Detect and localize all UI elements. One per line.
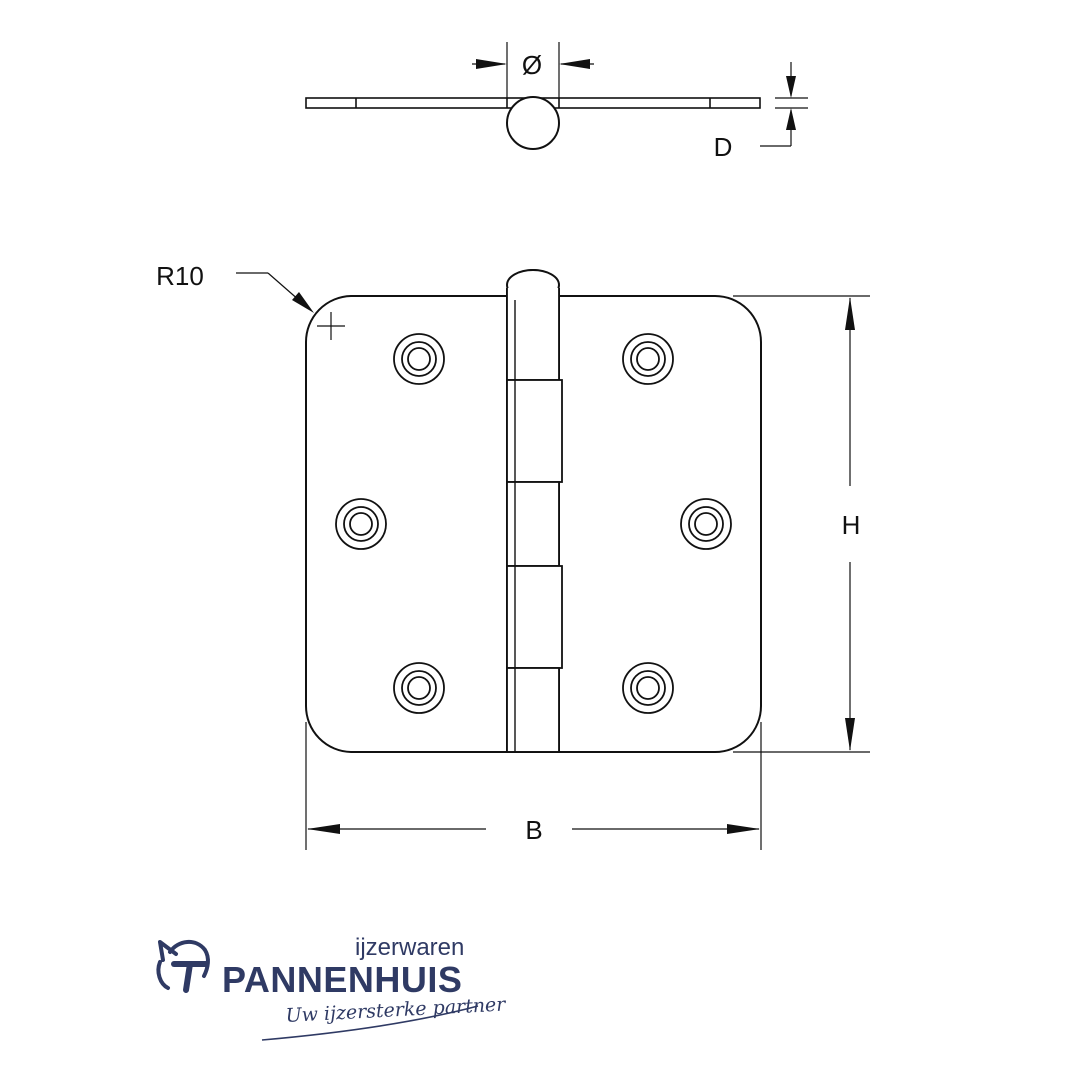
diameter-label: Ø xyxy=(522,50,542,80)
screw-hole xyxy=(622,333,674,385)
width-label: B xyxy=(525,815,542,845)
screw-hole xyxy=(335,498,387,550)
screw-hole xyxy=(622,662,674,714)
house-t-logo-icon xyxy=(156,940,210,993)
width-dimension xyxy=(305,722,762,850)
screw-hole xyxy=(680,498,732,550)
screw-holes xyxy=(335,333,732,714)
screw-hole xyxy=(393,333,445,385)
radius-leader xyxy=(236,272,345,340)
hinge-side-view xyxy=(305,96,761,150)
diameter-dimension xyxy=(472,42,594,98)
thickness-label: D xyxy=(714,132,733,162)
hinge-front-view xyxy=(305,269,762,753)
radius-label: R10 xyxy=(156,261,204,291)
slogan-underline xyxy=(261,1005,479,1041)
hinge-pin-profile xyxy=(506,96,560,150)
height-dimension xyxy=(733,295,870,753)
brand-logo: ijzerwaren PANNENHUIS Uw ijzersterke par… xyxy=(156,934,508,1041)
brand-tagline-top: ijzerwaren xyxy=(355,934,464,961)
hinge-knuckles xyxy=(505,288,563,753)
screw-hole xyxy=(393,662,445,714)
height-label: H xyxy=(842,510,861,540)
brand-name: PANNENHUIS xyxy=(222,959,462,1000)
thickness-dimension xyxy=(760,62,808,147)
